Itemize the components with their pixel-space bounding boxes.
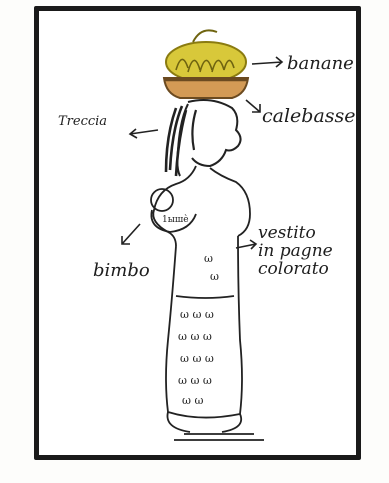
svg-text:ω ω ω: ω ω ω [180,308,214,321]
arrow-banane-icon [252,57,282,67]
svg-text:ω: ω [210,270,219,283]
svg-text:ω ω ω: ω ω ω [178,374,212,387]
label-vestito-line-2: in pagne [258,243,333,261]
label-treccia: Treccia [58,115,107,129]
woman-head-icon [166,100,241,176]
svg-text:1ышѐ: 1ышѐ [162,214,189,225]
svg-text:ω ω: ω ω [182,394,203,407]
svg-text:ω ω ω: ω ω ω [180,352,214,365]
svg-text:ω: ω [204,252,213,265]
bananas-icon [166,30,246,82]
calabash-icon [164,78,248,98]
arrow-calebasse-icon [246,100,260,112]
arrow-bimbo-icon [122,224,140,244]
label-vestito-in-pagne-colorato: vestito in pagne colorato [258,225,333,279]
label-vestito-line-3: colorato [258,261,333,279]
dress-pattern-icon: ω ω ω ω ω ω ω ω ω ω ω ω ω ω ω ω [178,252,219,407]
arrow-vestito-icon [236,240,256,249]
label-calebasse: calebasse [262,107,356,127]
svg-text:ω ω ω: ω ω ω [178,330,212,343]
label-banane: banane [287,55,354,74]
arrow-treccia-icon [130,129,158,138]
label-bimbo: bimbo [93,262,150,281]
